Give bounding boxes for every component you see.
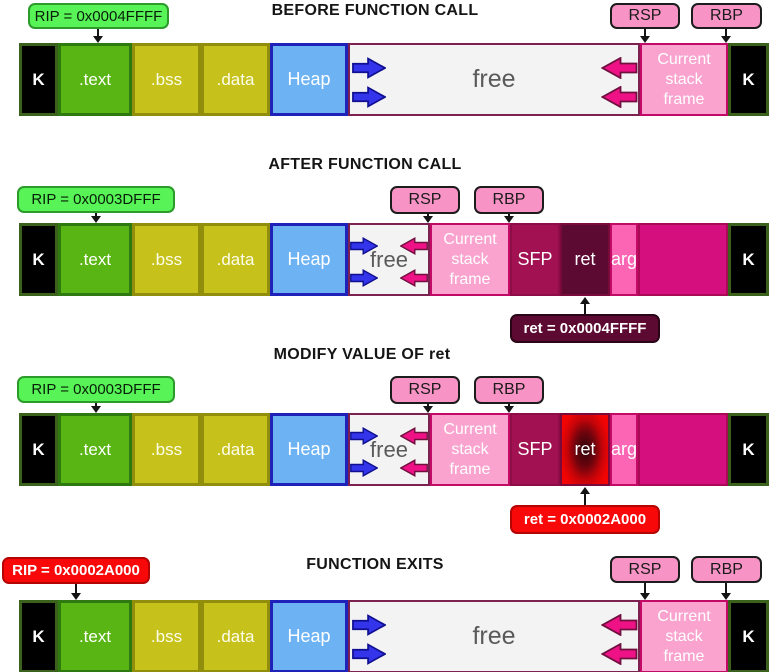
free-label: free [472,65,516,93]
free-label: free [370,436,408,462]
stack-growth-arrow-icon [601,614,638,636]
heap-segment: Heap [270,413,348,486]
rip-register-tag-hijacked: RIP = 0x0002A000 [2,557,150,584]
free-segment: free [348,413,430,486]
free-segment: free [348,600,640,672]
memory-bar-after: K .text .bss .data Heap free Current sta… [19,223,769,296]
kernel-segment: K [728,223,769,296]
bss-segment: .bss [132,600,201,672]
kernel-segment: K [19,600,58,672]
stack-growth-arrow-icon [601,57,638,79]
stack-growth-arrow-icon [400,237,428,255]
ret-segment-modified: ret [560,413,610,486]
previous-stack-frame-segment [638,413,728,486]
heap-growth-arrow-icon [350,459,378,477]
text-segment: .text [58,43,132,116]
ret-value-tag-modified: ret = 0x0002A000 [510,505,660,534]
data-segment: .data [201,43,270,116]
ret-pointer-arrow-icon [579,487,591,505]
kernel-segment: K [728,43,769,116]
kernel-segment: K [19,413,58,486]
rbp-pointer-arrow-icon [720,29,732,43]
bss-segment: .bss [132,223,201,296]
rsp-pointer-arrow-icon [422,214,434,223]
bss-segment: .bss [132,43,201,116]
stack-growth-arrow-icon [601,86,638,108]
heap-growth-arrow-icon [352,643,386,665]
rsp-register-tag: RSP [390,376,460,404]
rsp-pointer-arrow-icon [422,404,434,413]
current-stack-frame-segment: Current stack frame [430,413,510,486]
stack-growth-arrow-icon [400,427,428,445]
kernel-segment: K [728,600,769,672]
heap-growth-arrow-icon [352,614,386,636]
heap-segment: Heap [270,223,348,296]
rsp-register-tag: RSP [610,3,680,29]
kernel-segment: K [19,223,58,296]
heap-growth-arrow-icon [352,57,386,79]
heap-growth-arrow-icon [352,86,386,108]
memory-bar-before: K .text .bss .data Heap free Current sta… [19,43,769,116]
heap-growth-arrow-icon [350,237,378,255]
rsp-register-tag: RSP [390,186,460,214]
rbp-pointer-arrow-icon [503,214,515,223]
heap-growth-arrow-icon [350,427,378,445]
rbp-register-tag: RBP [474,186,544,214]
title-function-exits: FUNCTION EXITS [306,556,444,573]
rsp-pointer-arrow-icon [639,583,651,600]
text-segment: .text [58,223,132,296]
rbp-pointer-arrow-icon [720,583,732,600]
rip-register-tag: RIP = 0x0003DFFF [17,186,175,213]
memory-bar-exits: K .text .bss .data Heap free Current sta… [19,600,769,672]
rbp-pointer-arrow-icon [503,404,515,413]
kernel-segment: K [728,413,769,486]
stack-growth-arrow-icon [400,459,428,477]
current-stack-frame-segment: Current stack frame [640,43,728,116]
free-segment: free [348,223,430,296]
title-modify-value-of-ret: MODIFY VALUE OF ret [273,346,451,363]
heap-segment: Heap [270,43,348,116]
kernel-segment: K [19,43,58,116]
rbp-register-tag: RBP [474,376,544,404]
previous-stack-frame-segment [638,223,728,296]
arg-segment: arg [610,223,638,296]
heap-segment: Heap [270,600,348,672]
stack-growth-arrow-icon [601,643,638,665]
memory-bar-modify: K .text .bss .data Heap free Current sta… [19,413,769,486]
rip-pointer-arrow-icon [92,29,104,43]
rip-pointer-arrow-icon [90,403,102,413]
free-label: free [472,622,516,650]
free-label: free [370,246,408,272]
rip-pointer-arrow-icon [90,213,102,223]
current-stack-frame-segment: Current stack frame [640,600,728,672]
data-segment: .data [201,223,270,296]
text-segment: .text [58,413,132,486]
ret-value-tag: ret = 0x0004FFFF [510,314,660,343]
ret-pointer-arrow-icon [579,297,591,314]
sfp-segment: SFP [510,413,560,486]
data-segment: .data [201,600,270,672]
rip-register-tag: RIP = 0x0003DFFF [17,376,175,403]
rsp-register-tag: RSP [610,556,680,583]
title-after-function-call: AFTER FUNCTION CALL [268,156,462,173]
title-before-function-call: BEFORE FUNCTION CALL [271,2,479,19]
data-segment: .data [201,413,270,486]
ret-segment: ret [560,223,610,296]
free-segment: free [348,43,640,116]
current-stack-frame-segment: Current stack frame [430,223,510,296]
stack-growth-arrow-icon [400,269,428,287]
rip-pointer-arrow-icon [70,584,82,600]
bss-segment: .bss [132,413,201,486]
arg-segment: arg [610,413,638,486]
rip-register-tag: RIP = 0x0004FFFF [28,3,169,29]
text-segment: .text [58,600,132,672]
rsp-pointer-arrow-icon [639,29,651,43]
rbp-register-tag: RBP [691,556,762,583]
rbp-register-tag: RBP [691,3,762,29]
heap-growth-arrow-icon [350,269,378,287]
sfp-segment: SFP [510,223,560,296]
